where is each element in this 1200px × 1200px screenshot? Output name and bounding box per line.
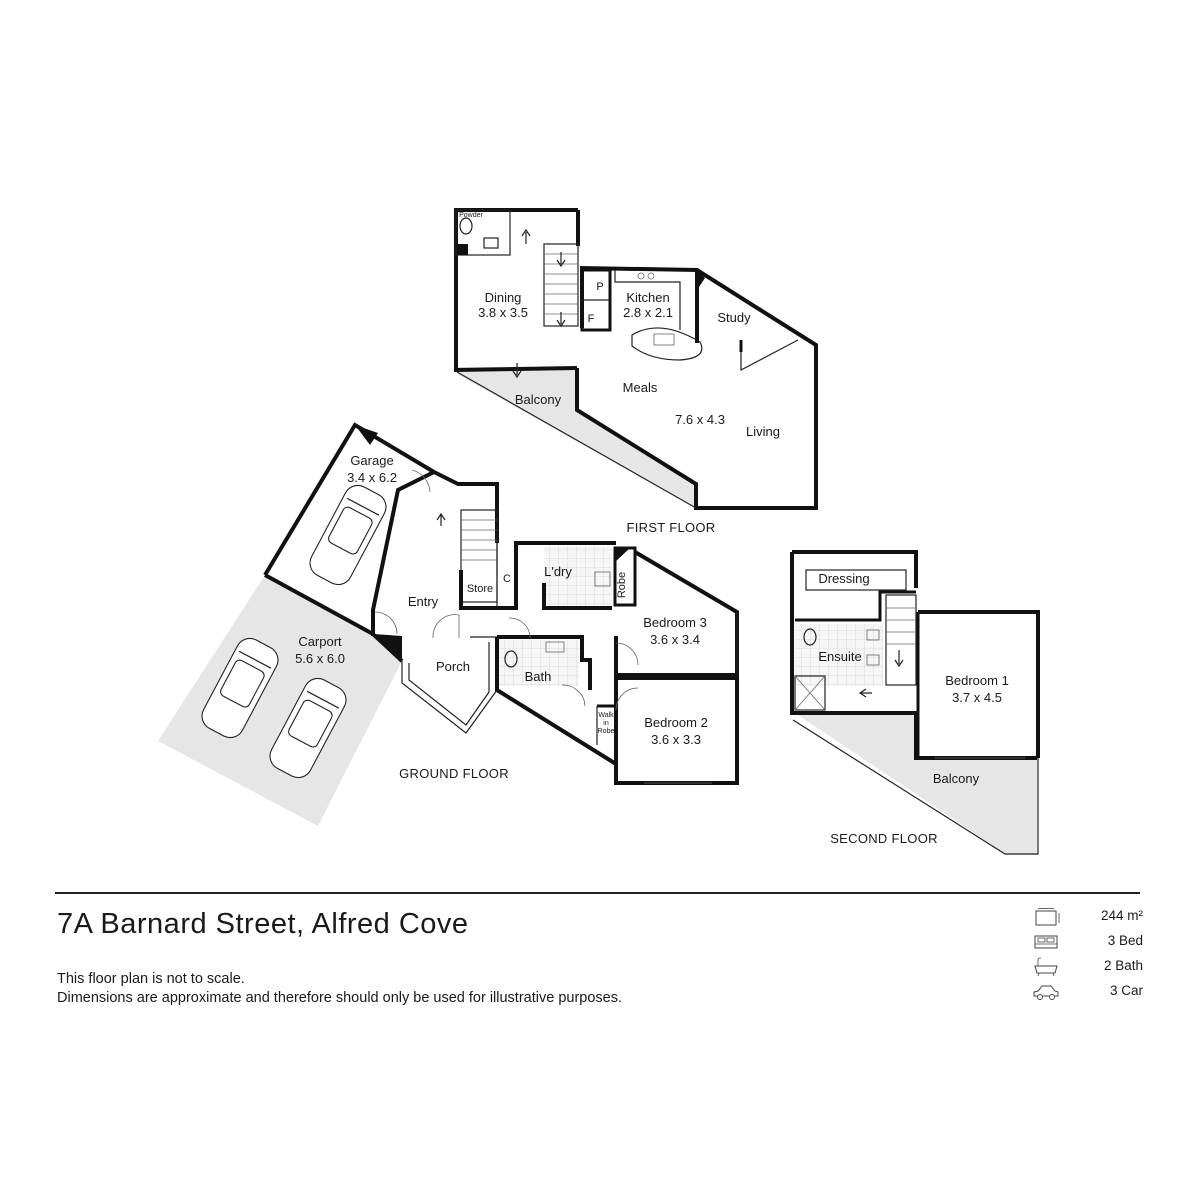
room-label-entry: Entry <box>408 594 439 609</box>
room-label-laundry: L'dry <box>544 564 572 579</box>
room-label-bedroom3: Bedroom 3 <box>643 615 707 630</box>
footer-divider <box>55 892 1140 894</box>
room-label-bath: Bath <box>525 669 552 684</box>
first-floor-column <box>457 244 468 255</box>
room-dims-bedroom1: 3.7 x 4.5 <box>952 690 1002 705</box>
room-dims-dining: 3.8 x 3.5 <box>478 305 528 320</box>
room-label-store: Store <box>467 583 493 595</box>
stat-car-value: 3 Car <box>1109 983 1143 998</box>
room-dims-bedroom3: 3.6 x 3.4 <box>650 632 700 647</box>
room-label-first-balcony: Balcony <box>515 392 562 407</box>
room-dims-meals-living: 7.6 x 4.3 <box>675 412 725 427</box>
first-floor-basin-icon <box>483 237 499 249</box>
room-label-walk-in-robe-3: Robe <box>598 728 615 735</box>
floor-label-ground: GROUND FLOOR <box>399 766 509 781</box>
carport-area <box>158 575 402 826</box>
room-label-bedroom2: Bedroom 2 <box>644 715 708 730</box>
room-label-second-balcony: Balcony <box>933 771 980 786</box>
room-label-powder: Powder <box>459 212 483 219</box>
room-label-kitchen: Kitchen <box>626 290 669 305</box>
room-label-study: Study <box>717 310 751 325</box>
room-label-ensuite: Ensuite <box>818 649 861 664</box>
carport-car-icon <box>269 677 347 779</box>
room-label-living: Living <box>746 424 780 439</box>
stat-bed: 3 Bed <box>1025 930 1143 955</box>
first-floor-balcony-area <box>457 367 696 508</box>
car-icon <box>1033 985 1059 1000</box>
up-arrow-icon <box>521 228 531 244</box>
room-dims-garage: 3.4 x 6.2 <box>347 470 397 485</box>
room-label-walk-in-robe-1: Walk <box>598 712 614 719</box>
property-stats: 244 m² 3 Bed 2 Bath 3 Car <box>1025 905 1143 1005</box>
stat-bath-value: 2 Bath <box>1103 958 1143 973</box>
room-label-bedroom1: Bedroom 1 <box>945 673 1009 688</box>
bed-icon <box>1034 935 1058 949</box>
room-label-pantry: P <box>596 281 603 293</box>
disclaimer-line-2: Dimensions are approximate and therefore… <box>57 990 623 1006</box>
room-label-robe: Robe <box>616 572 628 598</box>
room-dims-carport: 5.6 x 6.0 <box>295 651 345 666</box>
room-label-garage: Garage <box>350 453 393 468</box>
carport-car-icon <box>201 637 279 739</box>
stat-bath: 2 Bath <box>1025 955 1143 980</box>
ground-floor-plan <box>158 422 739 826</box>
kitchen-island <box>631 327 703 361</box>
room-label-cupboard: C <box>503 573 511 585</box>
stat-bed-value: 3 Bed <box>1107 933 1143 948</box>
floor-label-first: FIRST FLOOR <box>626 520 715 535</box>
floor-label-second: SECOND FLOOR <box>830 831 938 846</box>
stat-area: 244 m² <box>1025 905 1143 930</box>
shower-icon <box>794 675 826 711</box>
stat-car: 3 Car <box>1025 980 1143 1005</box>
room-label-carport: Carport <box>298 634 342 649</box>
property-address: 7A Barnard Street, Alfred Cove <box>57 908 469 940</box>
down-arrow-icon <box>556 252 566 268</box>
second-floor-balcony-area <box>795 713 1037 855</box>
disclaimer-line-1: This floor plan is not to scale. <box>57 971 245 987</box>
kitchen-sink-icon <box>653 333 675 346</box>
room-dims-kitchen: 2.8 x 2.1 <box>623 305 673 320</box>
room-label-porch: Porch <box>436 659 470 674</box>
bath-icon <box>1034 957 1058 977</box>
first-floor-plan <box>454 208 818 510</box>
room-label-dining: Dining <box>485 290 522 305</box>
first-floor-toilet-icon <box>459 217 473 235</box>
room-dims-bedroom2: 3.6 x 3.3 <box>651 732 701 747</box>
room-label-fridge: F <box>588 313 595 325</box>
stat-area-value: 244 m² <box>1100 908 1143 923</box>
laundry-floor-tiles <box>544 546 612 608</box>
room-label-walk-in-robe-2: in <box>603 720 609 727</box>
garage-car-icon <box>309 484 387 586</box>
room-label-meals: Meals <box>623 380 658 395</box>
room-label-dressing: Dressing <box>818 571 869 586</box>
area-icon <box>1035 908 1060 926</box>
second-floor-plan <box>790 550 1040 855</box>
